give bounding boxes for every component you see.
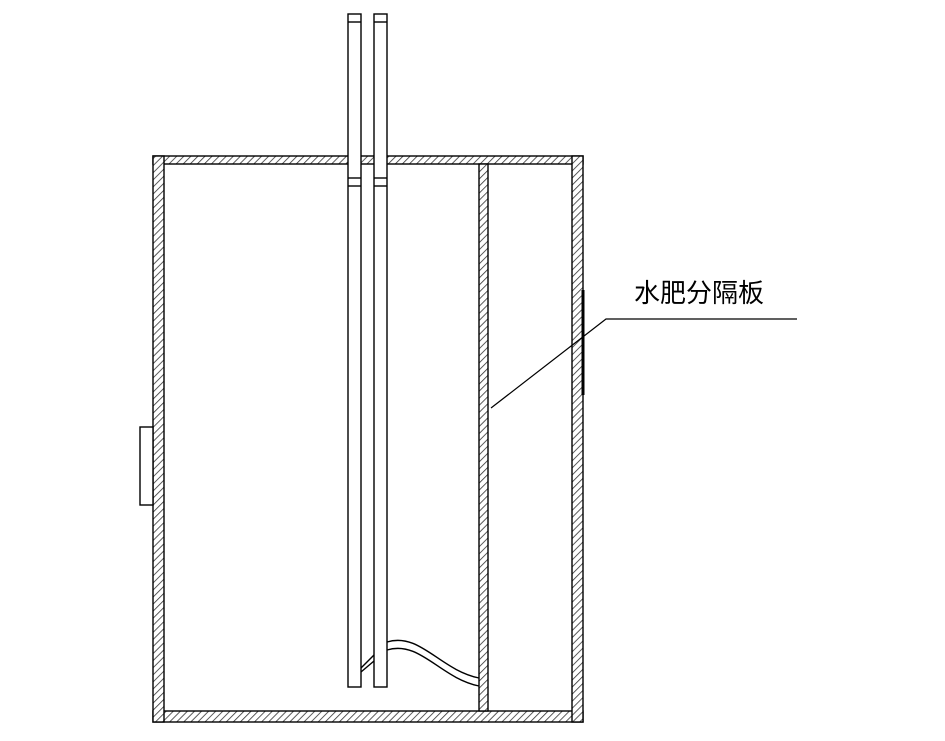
tank-top-wall: [152, 155, 584, 165]
partition-label: 水肥分隔板: [634, 279, 764, 309]
side-port: [139, 426, 154, 506]
pipe-connector: [360, 654, 375, 673]
partition-leader-line: [490, 318, 797, 409]
left-pipe: [347, 13, 362, 688]
flexible-hose: [386, 639, 480, 687]
tank-left-wall: [152, 155, 165, 723]
tank-bottom-wall: [152, 710, 584, 723]
tank-right-wall: [571, 155, 584, 723]
right-pipe: [373, 13, 388, 688]
tank-walls: [152, 155, 584, 723]
partition-plate: [478, 163, 489, 712]
pipes: [347, 13, 388, 688]
